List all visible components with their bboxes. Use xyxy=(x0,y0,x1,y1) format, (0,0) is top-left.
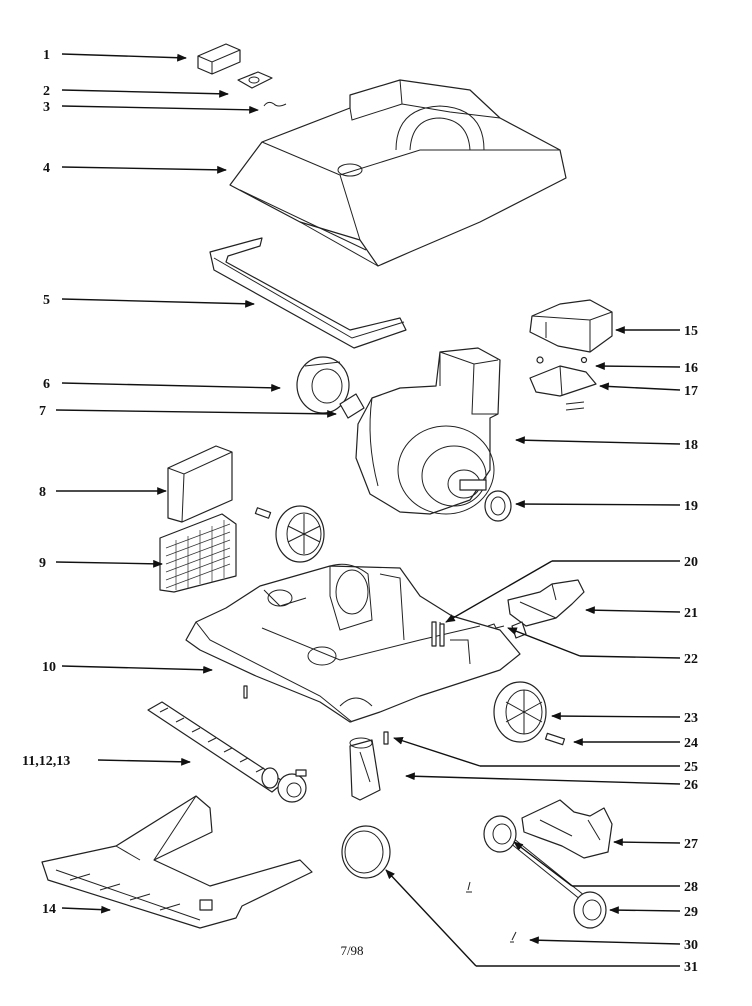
part-24-pin xyxy=(544,732,566,746)
part-18-motor xyxy=(355,347,501,515)
callout-19: 19 xyxy=(684,499,698,514)
diagram-date-footer: 7/98 xyxy=(340,943,363,958)
part-29-wheel-top xyxy=(483,815,517,853)
leader-30 xyxy=(529,936,681,945)
part-screw-small xyxy=(243,685,248,699)
leader-5 xyxy=(61,298,255,308)
part-15-cover xyxy=(529,299,613,353)
callout-30: 30 xyxy=(684,938,698,953)
leader-16 xyxy=(595,362,681,371)
leader-26 xyxy=(405,772,681,785)
leader-29 xyxy=(609,906,681,915)
part-19-ring xyxy=(484,490,512,522)
leader-lines xyxy=(55,53,681,967)
callout-labels: 1 2 3 4 5 6 7 8 9 10 11,12,13 14 15 16 1… xyxy=(22,48,698,975)
leader-25b xyxy=(393,737,481,767)
leader-2 xyxy=(61,89,229,98)
leader-9 xyxy=(55,559,163,568)
callout-17: 17 xyxy=(684,384,698,399)
part-17-bracket xyxy=(529,365,597,411)
part-14-baseplate xyxy=(41,795,313,929)
callout-21: 21 xyxy=(684,606,698,621)
part-4-hood xyxy=(229,79,567,267)
part-20-pins xyxy=(431,621,445,647)
leader-19 xyxy=(515,500,681,508)
callout-15: 15 xyxy=(684,324,698,339)
callout-25: 25 xyxy=(684,760,698,775)
part-21-latch xyxy=(507,579,585,627)
part-23-wheel xyxy=(493,681,547,743)
callout-6: 6 xyxy=(43,377,50,392)
part-30-screw xyxy=(466,881,517,943)
leader-3 xyxy=(61,105,259,114)
leader-1 xyxy=(61,53,187,62)
part-31-ring xyxy=(341,825,391,879)
part-1-cap xyxy=(197,43,241,75)
leader-7 xyxy=(55,409,337,418)
callout-10: 10 xyxy=(42,660,56,675)
callout-7: 7 xyxy=(39,404,46,419)
callout-1: 1 xyxy=(43,48,50,63)
part-16-switch xyxy=(536,356,588,364)
part-pin-left xyxy=(254,507,272,519)
leader-10 xyxy=(61,665,213,674)
callout-9: 9 xyxy=(39,556,46,571)
part-3-clip xyxy=(263,101,287,107)
callout-22: 22 xyxy=(684,652,698,667)
callout-18: 18 xyxy=(684,438,698,453)
part-8-filter xyxy=(167,445,233,523)
callout-16: 16 xyxy=(684,361,698,376)
leader-20b xyxy=(445,560,553,623)
callout-2: 2 xyxy=(43,84,50,99)
part-10-base xyxy=(185,563,521,723)
part-2-plate xyxy=(237,71,273,89)
callout-29: 29 xyxy=(684,905,698,920)
leader-22a xyxy=(579,655,681,659)
callout-31: 31 xyxy=(684,960,698,975)
part-6-ring xyxy=(296,356,350,414)
leader-31b xyxy=(385,869,477,967)
callout-14: 14 xyxy=(42,902,56,917)
leader-27 xyxy=(613,838,681,847)
part-11-brushroll xyxy=(147,701,307,803)
part-9-grille xyxy=(159,513,237,593)
leader-23 xyxy=(551,712,681,720)
leader-21 xyxy=(585,606,681,615)
callout-26: 26 xyxy=(684,778,698,793)
leader-4 xyxy=(61,165,227,174)
leader-28b xyxy=(513,841,573,887)
part-27-lever xyxy=(521,799,613,859)
callout-28: 28 xyxy=(684,880,698,895)
leader-22b xyxy=(507,627,581,657)
callout-8: 8 xyxy=(39,485,46,500)
leader-17 xyxy=(599,382,681,391)
leader-11 xyxy=(97,757,191,766)
part-25-pin xyxy=(383,731,389,745)
callout-23: 23 xyxy=(684,711,698,726)
callout-20: 20 xyxy=(684,555,698,570)
part-29-wheel-bottom xyxy=(573,891,607,929)
part-wheel-left xyxy=(275,505,325,563)
leader-18 xyxy=(515,436,681,445)
callout-3: 3 xyxy=(43,100,50,115)
leader-6 xyxy=(61,382,281,392)
leader-14 xyxy=(61,905,111,914)
callout-5: 5 xyxy=(43,293,50,308)
part-5-bumper xyxy=(209,237,407,349)
part-7-gasket xyxy=(339,393,365,419)
callout-27: 27 xyxy=(684,837,698,852)
callout-24: 24 xyxy=(684,736,698,751)
callout-11-12-13: 11,12,13 xyxy=(22,754,70,769)
callout-4: 4 xyxy=(43,161,50,176)
part-26-cup xyxy=(349,737,381,801)
